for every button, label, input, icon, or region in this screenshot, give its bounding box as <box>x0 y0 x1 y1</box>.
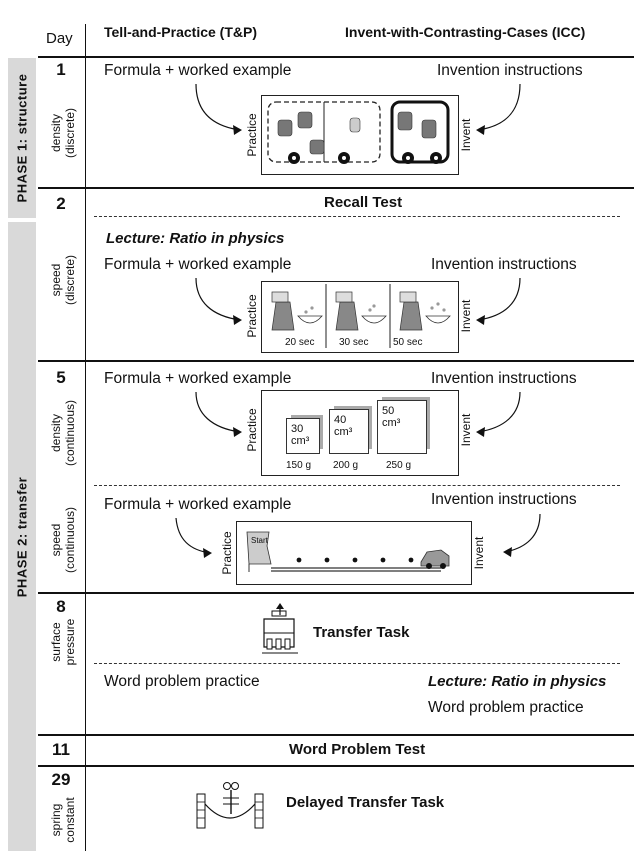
phase-1-bar: PHASE 1: structure <box>8 58 36 218</box>
recall-test-label: Recall Test <box>324 194 403 211</box>
icc-header: Invent-with-Contrasting-Cases (ICC) <box>345 24 586 40</box>
day5-right-text-b: Invention instructions <box>431 491 577 508</box>
mass-label: 200 g <box>333 460 359 471</box>
day1-bus-illustrations <box>267 100 450 164</box>
transfer-task-icon <box>262 603 298 654</box>
day5-practice-label-b: Practice <box>220 531 234 575</box>
day29-topic: spring constant <box>49 797 77 843</box>
day8-left-text: Word problem practice <box>104 673 260 690</box>
dashed-separator <box>94 485 620 486</box>
day5-invent-label-b: Invent <box>472 536 486 570</box>
day5-track-illustration <box>246 531 450 572</box>
day8-right-text: Word problem practice <box>428 699 584 716</box>
mass-label: 150 g <box>286 460 312 471</box>
row-divider <box>38 187 634 189</box>
dashed-separator <box>94 663 620 664</box>
mass-label: 250 g <box>386 460 412 471</box>
row-divider <box>38 360 634 362</box>
time-label: 50 sec <box>393 337 423 348</box>
day-number: 1 <box>56 60 66 79</box>
day1-right-text: Invention instructions <box>437 62 583 79</box>
row-divider <box>38 592 634 594</box>
row-divider <box>38 734 634 736</box>
day-number: 5 <box>56 368 66 387</box>
day2-left-text: Formula + worked example <box>104 256 292 273</box>
word-problem-test-label: Word Problem Test <box>289 741 426 758</box>
day-column-header: Day <box>46 30 73 47</box>
day5-left-text-a: Formula + worked example <box>104 370 292 387</box>
day-number: 29 <box>51 770 71 789</box>
tp-header: Tell-and-Practice (T&P) <box>104 24 257 40</box>
dashed-separator <box>94 216 620 217</box>
row-divider <box>38 56 634 58</box>
transfer-task-label: Transfer Task <box>313 624 410 641</box>
lecture-label: Lecture: Ratio in physics <box>106 230 285 247</box>
day1-left-text: Formula + worked example <box>104 62 292 79</box>
day-number: 2 <box>56 194 66 213</box>
time-label: 30 sec <box>339 337 369 348</box>
phase-2-bar: PHASE 2: transfer <box>8 222 36 851</box>
delayed-transfer-task-label: Delayed Transfer Task <box>286 794 445 811</box>
day2-diagram-frame <box>261 281 459 353</box>
day-column-divider <box>85 24 86 851</box>
day2-dispenser-illustrations <box>271 284 451 348</box>
delayed-transfer-task-icon <box>196 782 264 829</box>
day-number: 8 <box>56 597 66 616</box>
day5-left-text-b: Formula + worked example <box>104 496 292 513</box>
day5-right-text-a: Invention instructions <box>431 370 577 387</box>
day-number: 11 <box>52 740 70 759</box>
start-label: Start <box>251 536 268 545</box>
day8-topic: surface pressure <box>49 618 77 666</box>
day2-right-text: Invention instructions <box>431 256 577 273</box>
day8-lecture-label: Lecture: Ratio in physics <box>428 673 607 690</box>
time-label: 20 sec <box>285 337 315 348</box>
row-divider <box>38 765 634 767</box>
